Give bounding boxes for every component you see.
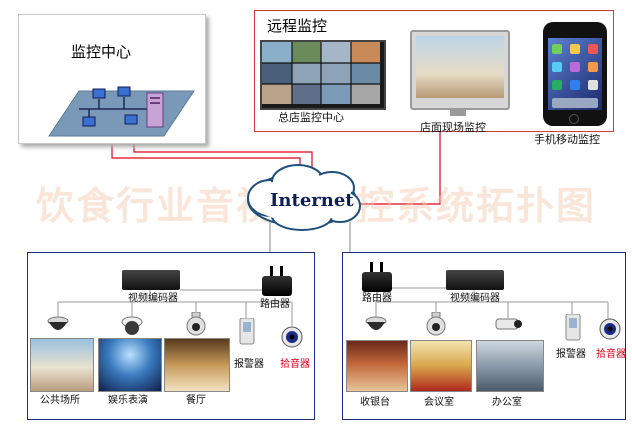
microphone-pickup-icon <box>599 318 621 340</box>
right-mic-label: 拾音器 <box>596 349 626 360</box>
remote-item-label-phone: 手机移动监控 <box>534 133 600 146</box>
red-link-remote <box>355 132 441 205</box>
red-link-center-2 <box>133 140 313 176</box>
bullet-camera-icon <box>495 318 522 330</box>
alarm-sensor-icon <box>565 314 581 341</box>
right-router-label: 路由器 <box>362 293 392 304</box>
photo-office <box>476 340 544 392</box>
monitor-center-box: 监控中心 <box>18 14 206 144</box>
right-place-label-0: 收银台 <box>360 397 390 408</box>
monitor-stand <box>450 108 466 116</box>
dome-camera-icon <box>365 316 387 330</box>
microphone-pickup-icon <box>281 326 303 348</box>
pc-icon <box>82 86 138 127</box>
internet-label: Internet <box>270 190 354 211</box>
monitor-center-title: 监控中心 <box>71 43 132 61</box>
store-monitor-screen <box>416 36 504 98</box>
photo-meeting-room <box>410 340 472 392</box>
phone-icon <box>543 22 607 126</box>
router-icon-left <box>262 276 292 296</box>
photo-entertainment <box>98 338 162 392</box>
right-encoder-label: 视频编码器 <box>450 293 500 304</box>
lan-diagram <box>48 86 195 137</box>
remote-item-label-store: 店面现场监控 <box>420 121 486 134</box>
left-alarm-label: 报警器 <box>234 359 264 370</box>
lan-plane <box>48 90 195 137</box>
store-monitor-icon <box>410 30 510 110</box>
photo-public-area <box>30 338 94 392</box>
photo-cashier <box>346 340 408 392</box>
left-mic-label: 拾音器 <box>280 359 310 370</box>
remote-monitoring-title: 远程监控 <box>267 17 328 35</box>
left-site-box <box>27 252 315 420</box>
photo-dining-hall <box>164 338 230 392</box>
dome-camera-icon <box>47 316 69 330</box>
video-encoder-icon-right <box>446 270 504 290</box>
router-icon-right <box>362 272 392 292</box>
ptz-camera-icon <box>186 312 206 336</box>
video-wall-screen <box>260 40 386 110</box>
right-site-box <box>342 252 626 420</box>
alarm-sensor-icon <box>239 318 255 345</box>
left-place-label-2: 餐厅 <box>186 395 206 406</box>
ptz-camera-icon <box>426 312 446 336</box>
remote-item-label-hq: 总店监控中心 <box>278 111 344 124</box>
server-icon <box>146 92 164 128</box>
right-place-label-2: 办公室 <box>492 397 522 408</box>
left-encoder-label: 视频编码器 <box>128 293 178 304</box>
internet-cloud-icon <box>247 164 361 231</box>
video-encoder-icon-left <box>122 270 180 290</box>
right-alarm-label: 报警器 <box>556 349 586 360</box>
video-wall-grid <box>262 42 380 104</box>
left-place-label-1: 娱乐表演 <box>108 395 148 406</box>
right-place-label-1: 会议室 <box>424 397 454 408</box>
left-router-label: 路由器 <box>260 299 290 310</box>
phone-screen <box>548 38 602 110</box>
dome-camera-icon <box>121 316 143 335</box>
left-place-label-0: 公共场所 <box>40 395 80 406</box>
